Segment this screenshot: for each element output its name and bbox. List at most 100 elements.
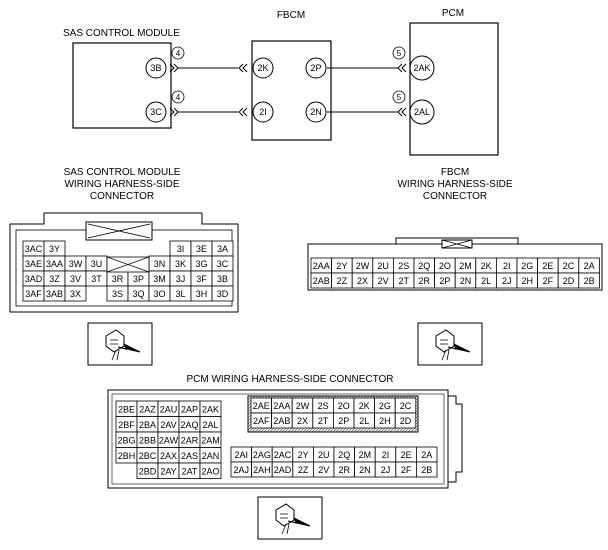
fbcm-connector-pin-label: 2B — [584, 276, 595, 286]
pcm-connector-right-pin-label: 2Y — [298, 450, 309, 460]
sas-key-cross — [87, 223, 151, 239]
fbcm-connector-pin-label: 2J — [502, 276, 512, 286]
sas-connector-pin-label: 3K — [175, 259, 186, 269]
pcm-connector-left-pin-label: 2AQ — [180, 420, 198, 430]
pcm-connector-right-pin-label: 2AD — [274, 465, 292, 475]
sas-connector-pin-label: 3AD — [25, 274, 43, 284]
pcm-connector-hatched-pin-label: 2X — [297, 416, 308, 426]
pin-label-pcm-bottom: 2AL — [414, 107, 430, 117]
sas-connector-pin-label: 3H — [196, 289, 208, 299]
pin-circle-pcm-2ak — [409, 55, 435, 81]
pcm-connector-left-pin-label: 2BG — [117, 435, 135, 445]
fbcm-connector-caption-2: WIRING HARNESS-SIDE — [397, 179, 512, 190]
pcm-connector-hatched-cell — [394, 412, 417, 429]
sas-connector-pin-label: 3W — [69, 259, 83, 269]
fbcm-connector-pin-label: 2U — [377, 261, 389, 271]
pcm-connector-left-pin-label: 2AO — [201, 466, 219, 476]
sas-connector-pin-label: 3S — [112, 289, 123, 299]
pcm-connector-right-pin-label: 2Q — [338, 450, 350, 460]
connector-view-icon — [87, 322, 153, 366]
fbcm-connector-caption-1: FBCM — [441, 167, 469, 178]
pcm-connector-left-pin-label: 2AR — [181, 435, 199, 445]
pcm-connector-left-pin-label: 2AY — [160, 466, 176, 476]
pcm-connector-right-pin-label: 2F — [401, 465, 412, 475]
wire-number-circle — [392, 90, 406, 104]
sas-connector-outline — [9, 212, 239, 313]
pin-circle-fbcm-2i — [252, 101, 274, 123]
sas-connector-pin-label: 3N — [154, 259, 166, 269]
sas-module-box — [72, 42, 172, 129]
fbcm-connector-pin-label: 2P — [439, 276, 450, 286]
pcm-connector-hatched-pin-label: 2AB — [273, 416, 290, 426]
sas-connector-pin-label: 3C — [217, 259, 229, 269]
sas-connector-pin-label: 3G — [195, 259, 207, 269]
pcm-module-title: PCM — [442, 8, 464, 19]
fbcm-connector — [307, 237, 603, 291]
pcm-connector-left-pin-label: 2AV — [160, 420, 176, 430]
sas-connector-pin-label: 3AC — [25, 244, 43, 254]
fbcm-connector-pin-label: 2Q — [418, 261, 430, 271]
pcm-connector-right-pin-label: 2AH — [253, 465, 271, 475]
pcm-connector-left-pin-label: 2BF — [118, 420, 135, 430]
pcm-connector-right-pin-label: 2AJ — [234, 465, 250, 475]
fbcm-connector-pin-label: 2M — [459, 261, 472, 271]
sas-connector-pin-label: 3L — [175, 289, 185, 299]
fbcm-connector-pin-label: 2D — [563, 276, 575, 286]
sas-connector-pin-label: 3I — [177, 244, 185, 254]
pcm-connector-right-pin-label: 2AG — [253, 450, 271, 460]
fbcm-connector-pin-label: 2K — [481, 261, 492, 271]
pin-label-sas-top: 3B — [150, 63, 161, 73]
fbcm-connector-pin-label: 2AA — [313, 261, 330, 271]
pcm-connector-hatched-pin-label: 2G — [379, 401, 391, 411]
pcm-connector-hatched-pin-label: 2AE — [253, 401, 270, 411]
wire-number: 4 — [176, 49, 181, 58]
connector-chevron — [397, 63, 407, 73]
pcm-connector-hatched-pin-label: 2T — [318, 416, 329, 426]
sas-connector-pin-label: 3T — [91, 274, 102, 284]
fbcm-connector-caption-3: CONNECTOR — [423, 191, 487, 202]
pin-label-pcm-top: 2AK — [413, 63, 430, 73]
fbcm-key-cross — [441, 239, 473, 249]
fbcm-connector-pin-label: 2O — [439, 261, 451, 271]
sas-connector-pin-label: 3D — [217, 289, 229, 299]
fbcm-connector-pin-label: 2Y — [336, 261, 347, 271]
pin-circle-fbcm-2p — [305, 57, 327, 79]
wires — [169, 63, 407, 117]
fbcm-connector-pin-label: 2X — [357, 276, 368, 286]
wire-number: 5 — [397, 49, 402, 58]
pcm-connector-left-pin-label: 2AK — [202, 404, 219, 414]
pcm-connector-right-pin-label: 2J — [381, 465, 391, 475]
fbcm-connector-pin-label: 2W — [356, 261, 370, 271]
sas-connector-pin-label: 3AF — [25, 289, 42, 299]
connector-view-icon — [417, 322, 483, 366]
pin-circle-sas-3b — [145, 57, 167, 79]
wire-number: 5 — [397, 93, 402, 102]
pcm-connector-hatched-pin-label: 2L — [359, 416, 369, 426]
pin-label-fbcm-right-top: 2P — [310, 63, 321, 73]
pcm-connector-hatched-pin-label: 2C — [400, 401, 412, 411]
connector-chevron — [238, 63, 248, 73]
pcm-connector-hatched-pin-label: 2AF — [253, 416, 270, 426]
pcm-connector-left-pin-label: 2BE — [118, 404, 135, 414]
pcm-connector-left-pin-label: 2BD — [139, 466, 157, 476]
connector-chevron — [169, 107, 179, 117]
pcm-connector-hatched-pin-label: 2S — [318, 401, 329, 411]
sas-connector-pin-label: 3AE — [25, 259, 42, 269]
sas-connector-pin-label: 3E — [196, 244, 207, 254]
pcm-connector-right-pin-label: 2V — [318, 465, 329, 475]
pcm-connector-right-pin-label: 2U — [318, 450, 330, 460]
wire-number: 4 — [176, 93, 181, 102]
fbcm-connector-pin-label: 2T — [398, 276, 409, 286]
fbcm-connector-pin-label: 2N — [460, 276, 472, 286]
sas-connector-pin-label: 3AA — [46, 259, 63, 269]
pcm-connector-inner — [111, 393, 445, 485]
wire-number-circle — [392, 46, 406, 60]
fbcm-connector-pin-label: 2H — [522, 276, 534, 286]
sas-connector-cell — [64, 285, 87, 302]
pcm-connector-left-pin-label: 2AZ — [139, 404, 156, 414]
sas-connector-pin-label: 3Q — [132, 289, 144, 299]
fbcm-connector-pin-label: 2G — [521, 261, 533, 271]
pin-label-fbcm-left-top: 2K — [257, 63, 268, 73]
pcm-connector-left-pin-label: 2AT — [182, 466, 198, 476]
